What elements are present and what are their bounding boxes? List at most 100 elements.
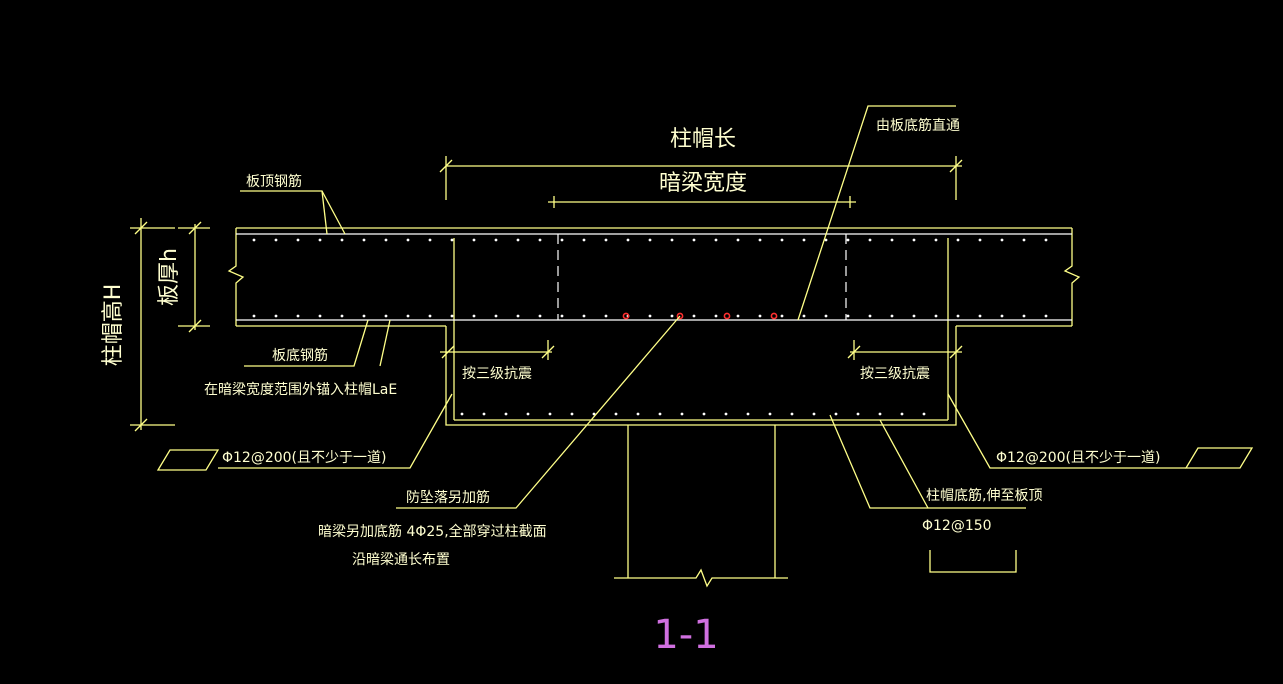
rebar-dot	[658, 412, 662, 416]
rebar-dot	[560, 314, 564, 318]
column-cap-outline	[445, 238, 957, 426]
rebar-dot	[516, 314, 520, 318]
slab-bottom-through-label: 由板底筋直通	[876, 117, 960, 134]
rebar-dot	[406, 238, 410, 242]
anti-collapse-label: 防坠落另加筋	[406, 489, 490, 506]
rebar-dot	[494, 314, 498, 318]
rebar-dot	[526, 412, 530, 416]
rebar-dot	[824, 238, 828, 242]
slab-outline	[227, 227, 1081, 327]
rebar-dot	[714, 238, 718, 242]
rebar-dot	[428, 314, 432, 318]
callout-stirrup-left: Φ12@200(且不少于一道)	[156, 393, 453, 471]
rebar-dot	[780, 314, 784, 318]
dimension-slab-thickness: 板厚h	[157, 221, 210, 333]
rebar-dot	[592, 412, 596, 416]
rebar-dot	[318, 238, 322, 242]
slab-thickness-label: 板厚h	[157, 248, 182, 306]
callout-slab-bottom-through: 由板底筋直通	[797, 105, 960, 321]
rebar-dot	[912, 238, 916, 242]
rebar-dot	[890, 314, 894, 318]
rebar-dot	[736, 314, 740, 318]
rebar-dot	[912, 314, 916, 318]
rebar-dot	[724, 412, 728, 416]
beam-full-length-label: 沿暗梁通长布置	[352, 552, 450, 568]
rebar-dot	[956, 238, 960, 242]
rebar-dot	[922, 412, 926, 416]
rebar-dot	[406, 314, 410, 318]
rebar-dot	[648, 314, 652, 318]
rebar-dot	[604, 238, 608, 242]
stirrup-right-label: Φ12@200(且不少于一道)	[996, 450, 1160, 466]
rebar-dot	[846, 238, 850, 242]
column-outline	[614, 425, 788, 588]
rebar-dot	[460, 412, 464, 416]
rebar-dot	[1000, 314, 1004, 318]
rebar-dots	[252, 238, 1048, 416]
rebar-dot	[714, 314, 718, 318]
rebar-dot	[570, 412, 574, 416]
rebar-dot	[978, 314, 982, 318]
rebar-dot	[890, 238, 894, 242]
rebar-dot	[494, 238, 498, 242]
hidden-beam-width-label: 暗梁宽度	[659, 171, 747, 196]
cap-height-label: 柱帽高H	[101, 284, 126, 367]
rebar-dot	[582, 314, 586, 318]
rebar-dot	[472, 238, 476, 242]
rebar-dot	[538, 314, 542, 318]
rebar-dot	[548, 412, 552, 416]
dimension-seismic-left	[440, 340, 555, 360]
rebar-dot	[758, 238, 762, 242]
rebar-dot	[614, 412, 618, 416]
rebar-dot	[296, 314, 300, 318]
rebar-dot	[670, 238, 674, 242]
rebar-dot	[252, 238, 256, 242]
section-label: 1-1	[653, 612, 718, 658]
rebar-dot	[856, 412, 860, 416]
rebar-dot	[1044, 314, 1048, 318]
callout-stirrup-right: Φ12@200(且不少于一道)	[947, 393, 1254, 469]
cap-bottom-rebar-label: 柱帽底筋,伸至板顶	[926, 487, 1042, 504]
stirrup-left-label: Φ12@200(且不少于一道)	[222, 450, 386, 466]
rebar-dot	[736, 238, 740, 242]
rebar-dot	[790, 412, 794, 416]
slab-bottom-rebar-label: 板底钢筋	[272, 347, 328, 364]
rebar-dot	[384, 314, 388, 318]
rebar-dot	[746, 412, 750, 416]
rebar-dot	[956, 314, 960, 318]
rebar-dot	[504, 412, 508, 416]
hidden-beam-dashed-lines	[557, 234, 847, 320]
dimension-seismic-right	[847, 340, 963, 360]
rebar-dot	[472, 314, 476, 318]
rebar-dot	[702, 412, 706, 416]
rebar-dot	[340, 238, 344, 242]
rebar-dot	[1022, 238, 1026, 242]
rebar-dot	[482, 412, 486, 416]
cap-length-label: 柱帽长	[670, 127, 736, 152]
rebar-dot	[934, 314, 938, 318]
rebar-dot	[680, 412, 684, 416]
seismic-right-label: 按三级抗震	[860, 366, 930, 382]
anchor-note-label: 在暗梁宽度范围外锚入柱帽LaE	[204, 381, 397, 398]
rebar-dot	[516, 238, 520, 242]
rebar-dot	[428, 238, 432, 242]
rebar-dot	[1022, 314, 1026, 318]
rebar-dot	[362, 314, 366, 318]
rebar-dot	[560, 238, 564, 242]
rebar-dot	[802, 238, 806, 242]
callout-cap-bottom-rebar: 柱帽底筋,伸至板顶 Φ12@150	[829, 414, 1042, 573]
rebar-dot	[340, 314, 344, 318]
slab-top-rebar-label: 板顶钢筋	[246, 173, 302, 190]
rebar-dot	[648, 238, 652, 242]
rebar-dot	[636, 412, 640, 416]
rebar-dot	[362, 238, 366, 242]
rebar-dot	[274, 238, 278, 242]
rebar-dot	[384, 238, 388, 242]
dimension-cap-height: 柱帽高H	[101, 218, 175, 432]
rebar-dot	[812, 412, 816, 416]
rebar-dot	[934, 238, 938, 242]
rebar-dot	[868, 238, 872, 242]
callout-anti-collapse: 防坠落另加筋 暗梁另加底筋 4Φ25,全部穿过柱截面 沿暗梁通长布置	[318, 315, 681, 568]
seismic-left-label: 按三级抗震	[462, 366, 532, 382]
